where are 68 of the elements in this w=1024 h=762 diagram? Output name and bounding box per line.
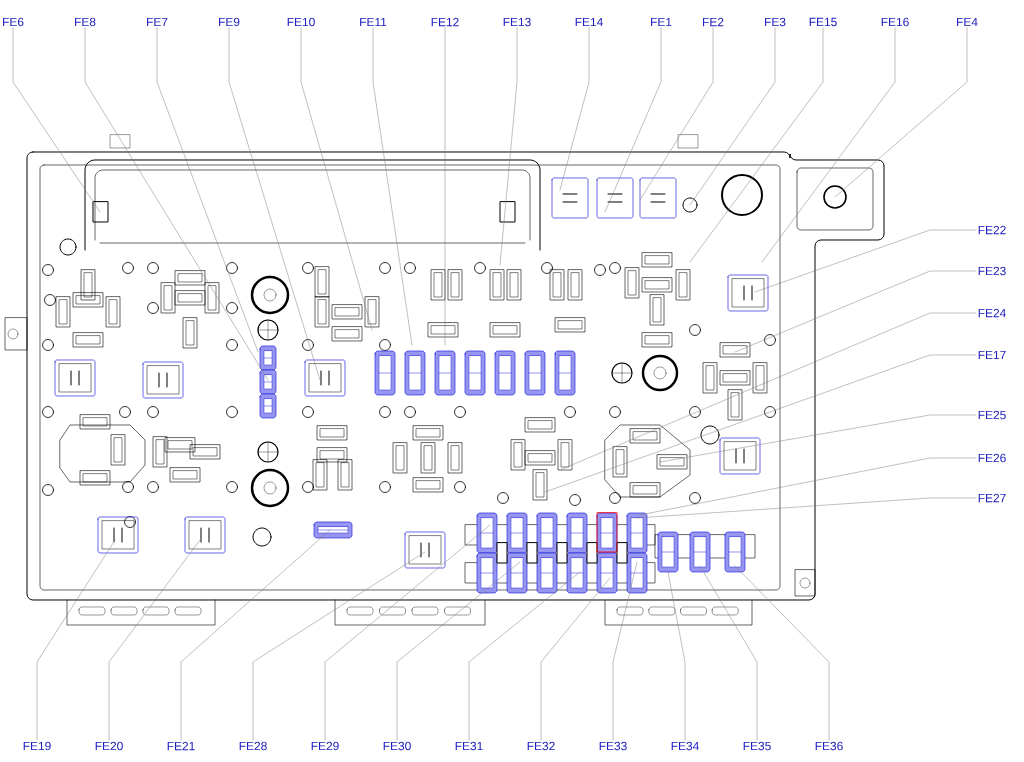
leader-line [689, 27, 824, 263]
leader-line [12, 27, 101, 213]
leader-line [252, 551, 426, 741]
callout-label: FE2 [703, 17, 724, 27]
callout-label: FE1 [651, 17, 672, 27]
leader-line [604, 27, 662, 213]
leader-line [540, 577, 611, 741]
leader-line [559, 27, 590, 191]
callout-label: FE3 [765, 17, 786, 27]
callout-label: FE20 [95, 741, 123, 751]
callout-label: FE16 [881, 17, 909, 27]
leader-line [559, 312, 977, 471]
leader-line [639, 457, 977, 516]
leader-line [180, 529, 331, 741]
callout-label: FE25 [978, 410, 1006, 420]
leader-line [444, 27, 446, 346]
leader-line [324, 524, 491, 741]
leader-line [699, 565, 758, 741]
leader-line [84, 27, 269, 381]
leader-line [108, 539, 201, 741]
leader-line [396, 561, 521, 741]
leader-line [659, 414, 977, 463]
leader-line [689, 27, 776, 206]
callout-label: FE28 [239, 741, 267, 751]
callout-label: FE34 [671, 741, 699, 751]
leader-line [36, 539, 116, 741]
callout-label: FE22 [978, 225, 1006, 235]
callout-label: FE4 [957, 17, 978, 27]
callout-label: FE31 [455, 741, 483, 751]
callout-label: FE35 [743, 741, 771, 751]
leader-line [734, 270, 977, 353]
callout-label: FE14 [575, 17, 603, 27]
callout-label: FE23 [978, 266, 1006, 276]
leader-line [544, 354, 977, 493]
leader-line [834, 27, 968, 198]
leader-line [734, 565, 830, 741]
leader-line [639, 27, 714, 201]
callout-label: FE11 [360, 17, 387, 27]
leader-line [499, 27, 518, 266]
callout-label: FE26 [978, 453, 1006, 463]
leader-line [228, 27, 321, 381]
callout-label: FE32 [527, 741, 555, 751]
leader-line [635, 497, 977, 519]
leader-line [612, 561, 638, 741]
leader-line [468, 571, 581, 741]
callout-label: FE27 [978, 493, 1006, 503]
leader-line [667, 571, 686, 741]
callout-label: FE30 [383, 741, 411, 751]
leader-line [372, 27, 413, 346]
callout-label: FE15 [809, 17, 837, 27]
callout-label: FE13 [503, 17, 531, 27]
callout-label: FE7 [147, 17, 168, 27]
callout-label: FE6 [3, 17, 24, 27]
leader-line [761, 27, 896, 263]
callout-label: FE8 [75, 17, 96, 27]
leader-line [156, 27, 259, 353]
callout-label: FE21 [167, 741, 195, 751]
callout-label: FE9 [219, 17, 240, 27]
callout-label: FE33 [599, 741, 627, 751]
callout-label: FE24 [978, 308, 1006, 318]
callout-label: FE29 [311, 741, 339, 751]
leader-line [300, 27, 373, 331]
callout-label: FE19 [23, 741, 51, 751]
leader-line [754, 229, 977, 293]
callout-label: FE36 [815, 741, 843, 751]
callout-label: FE17 [978, 350, 1006, 360]
callout-label: FE10 [287, 17, 315, 27]
callout-label: FE12 [431, 17, 459, 27]
